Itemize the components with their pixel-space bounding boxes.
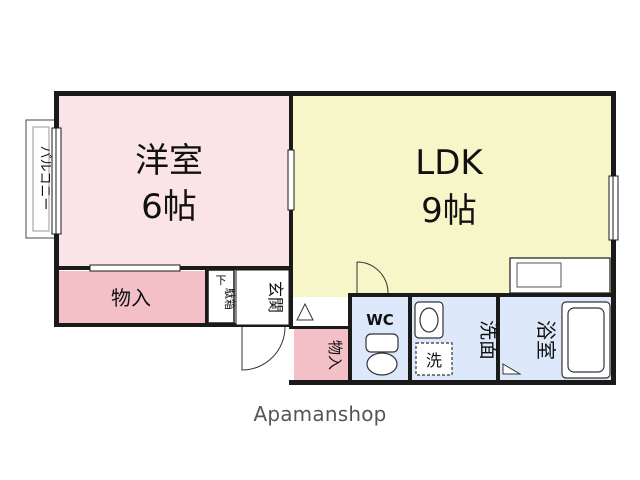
storage-small xyxy=(294,329,349,382)
western-room-size: 6帖 xyxy=(141,187,197,227)
bath-label: 浴室 xyxy=(534,320,558,360)
windows xyxy=(51,127,619,272)
wc-label: WC xyxy=(366,311,394,329)
western-room-name: 洋室 xyxy=(135,141,203,181)
floor-plan: バルコニー xyxy=(25,91,619,385)
storage-left xyxy=(58,271,205,325)
shoe-box-label: 駄箱 xyxy=(223,288,237,310)
shoe-box xyxy=(207,269,235,324)
washroom-label: 洗面 xyxy=(477,320,501,360)
ldk-name: LDK xyxy=(415,143,484,183)
entrance xyxy=(235,269,290,326)
bath-step xyxy=(502,363,522,375)
washer-label: 洗 xyxy=(426,351,442,370)
balcony-label: バルコニー xyxy=(37,146,52,211)
ldk-size: 9帖 xyxy=(421,191,477,231)
toilet xyxy=(365,333,399,376)
watermark: Apamanshop xyxy=(253,402,387,426)
western-room xyxy=(58,95,291,267)
balcony: バルコニー xyxy=(25,119,57,239)
door-swings xyxy=(241,261,389,371)
kitchen-sink xyxy=(516,262,562,288)
shoe-box-top: 下 xyxy=(216,274,227,287)
storage-small-label: 物入 xyxy=(326,340,344,370)
bathtub xyxy=(561,301,611,379)
washer-space xyxy=(415,342,453,376)
entrance-label: 玄関 xyxy=(266,281,285,313)
wash-basin xyxy=(414,301,444,339)
storage-left-label: 物入 xyxy=(111,286,151,310)
